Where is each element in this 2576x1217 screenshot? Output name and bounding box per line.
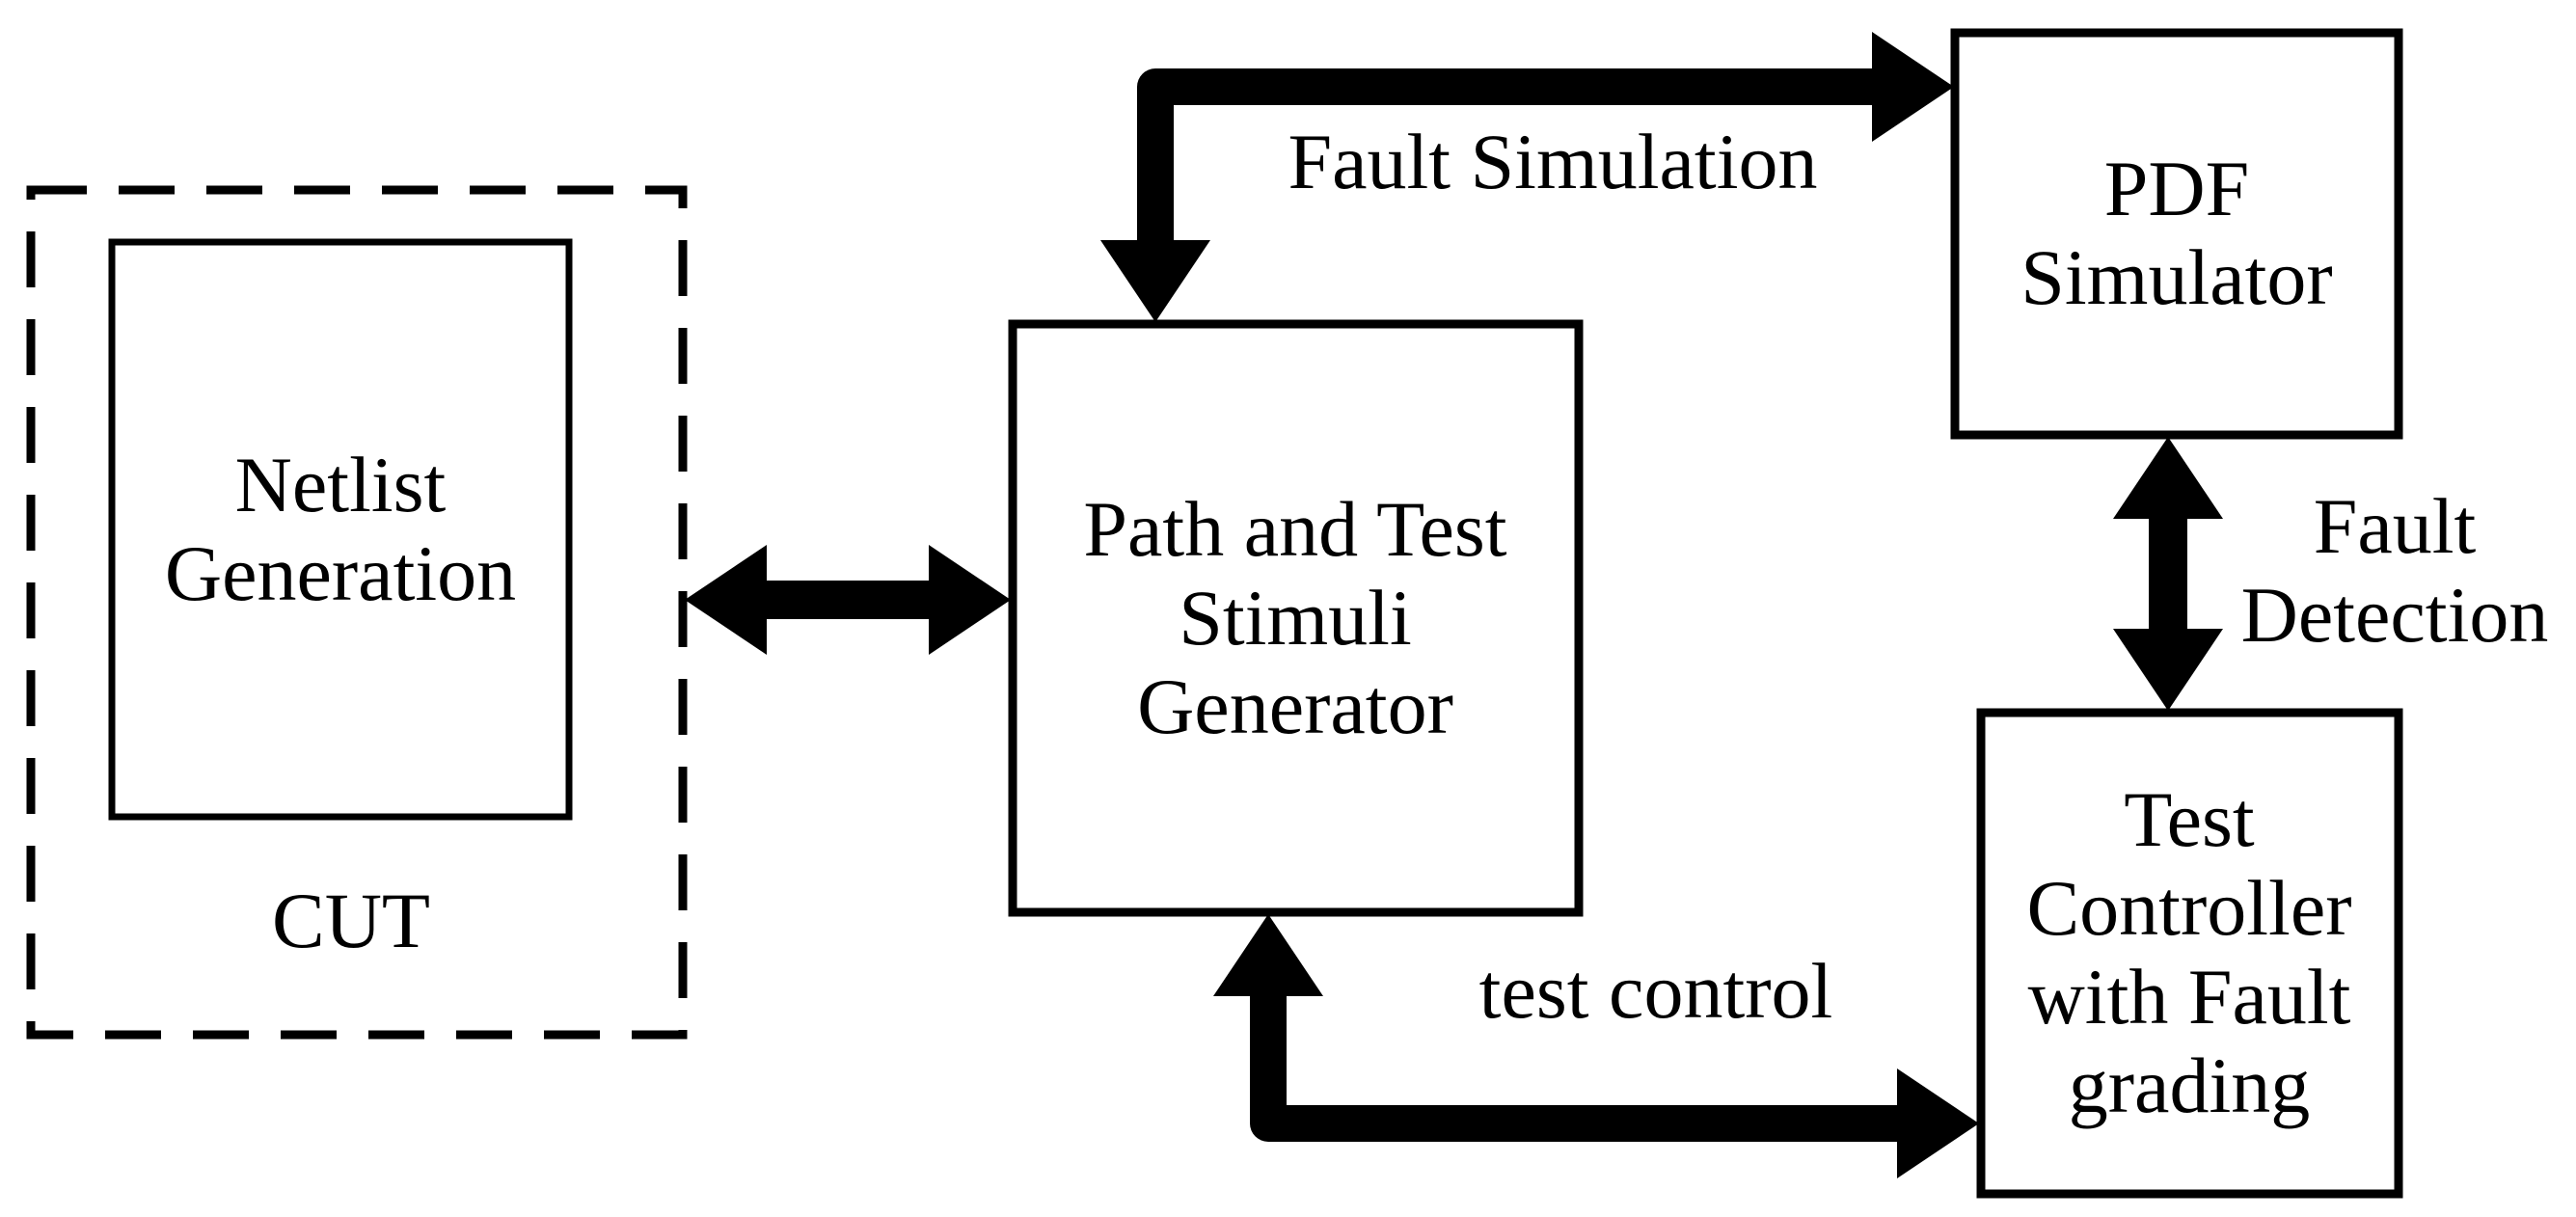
fault-detection-edge-label: Fault Detection bbox=[2241, 482, 2549, 660]
test-controller-label: Test Controller with Fault grading bbox=[2026, 775, 2351, 1130]
generator-label-line: Path and Test bbox=[1083, 485, 1507, 573]
netlist-generation-box bbox=[108, 238, 573, 821]
test-control-edge-label: test control bbox=[1478, 947, 1833, 1035]
test-controller-label-line: grading bbox=[2068, 1041, 2311, 1129]
arrow-pdf-simulator-test-controller-bidirectional-icon bbox=[2113, 437, 2223, 711]
test-controller-label-line: Test bbox=[2124, 775, 2255, 863]
test-controller-label-line: with Fault bbox=[2027, 953, 2351, 1041]
test-controller-label-line: Controller bbox=[2026, 864, 2352, 952]
pdf-simulator-label-line: PDF bbox=[2103, 145, 2250, 232]
netlist-label-line: Generation bbox=[164, 529, 517, 617]
pdf-simulator-box bbox=[1950, 28, 2403, 440]
test-controller-box bbox=[1976, 708, 2403, 1199]
fault-simulation-edge-label: Fault Simulation bbox=[1288, 118, 1818, 205]
netlist-label-line: Netlist bbox=[234, 441, 447, 528]
arrow-cut-generator-bidirectional-icon bbox=[685, 545, 1011, 655]
netlist-generation-label: Netlist Generation bbox=[165, 441, 516, 618]
generator-label-line: Generator bbox=[1137, 663, 1453, 750]
fault-detection-label-line: Detection bbox=[2240, 571, 2549, 659]
cut-dashed-box bbox=[26, 185, 688, 1040]
pdf-simulator-label: PDF Simulator bbox=[2020, 145, 2332, 322]
generator-label: Path and Test Stimuli Generator bbox=[1083, 485, 1506, 751]
fault-detection-label-line: Fault bbox=[2313, 482, 2477, 570]
arrow-generator-pdf-simulator-bidirectional-icon bbox=[1100, 32, 1954, 322]
generator-label-line: Stimuli bbox=[1179, 574, 1412, 662]
cut-label: CUT bbox=[272, 877, 430, 964]
arrow-generator-test-controller-bidirectional-icon bbox=[1213, 914, 1979, 1178]
pdf-simulator-label-line: Simulator bbox=[2020, 233, 2333, 321]
generator-box bbox=[1008, 319, 1584, 917]
